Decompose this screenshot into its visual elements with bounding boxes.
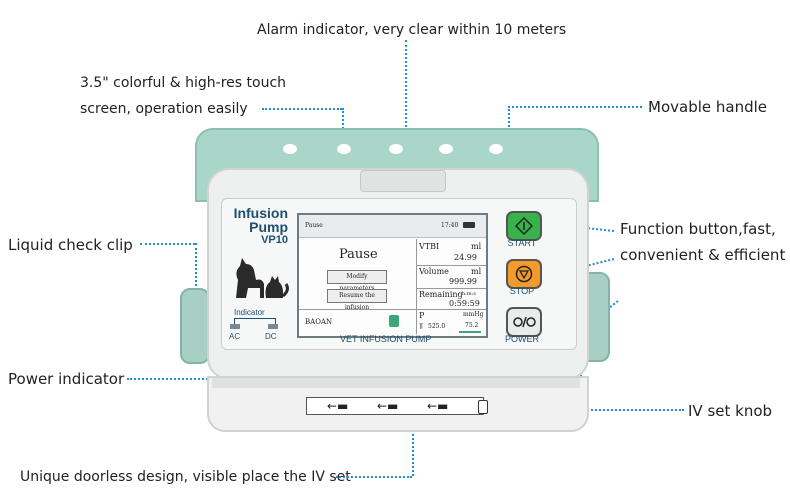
vtbi-unit: ml bbox=[471, 242, 482, 251]
vtbi-value: 24.99 bbox=[454, 253, 477, 262]
brand-line2: Pump bbox=[249, 219, 288, 235]
function-callout-line1: Function button,fast, bbox=[620, 220, 776, 238]
pressure-value: 75.2 bbox=[465, 322, 479, 329]
stop-button[interactable] bbox=[506, 259, 542, 289]
vet-infusion-pump-label: VET INFUSION PUMP bbox=[340, 334, 432, 344]
handle-hole bbox=[439, 144, 453, 154]
pressure-unit: mmHg bbox=[463, 311, 484, 318]
iv-bag-icon bbox=[389, 315, 399, 327]
stop-label: STOP bbox=[509, 286, 535, 296]
power-button[interactable] bbox=[506, 307, 542, 337]
start-button[interactable] bbox=[506, 211, 542, 241]
handle-leader-h bbox=[508, 106, 642, 108]
vtbi-label: VTBI bbox=[419, 242, 440, 251]
start-label: START bbox=[507, 238, 537, 248]
brand-block: Infusion Pump VP10 bbox=[228, 206, 288, 247]
start-icon bbox=[515, 217, 533, 235]
readout-divider-1 bbox=[417, 265, 486, 266]
clip-leader bbox=[140, 243, 195, 245]
battery-icon bbox=[463, 222, 475, 228]
ac-label: AC bbox=[229, 332, 241, 341]
pressure-limit: 525.0 bbox=[428, 323, 446, 330]
power-icon bbox=[513, 316, 536, 328]
indicator-label: Indicator bbox=[234, 308, 265, 317]
doorless-callout: Unique doorless design, visible place th… bbox=[20, 469, 351, 485]
clip-callout: Liquid check clip bbox=[8, 236, 133, 254]
modify-parameters-button[interactable]: Modify parameters bbox=[327, 270, 387, 292]
handle-hole bbox=[389, 144, 403, 154]
resume-infusion-button[interactable]: Resume the infusion bbox=[327, 289, 387, 311]
dc-power-light bbox=[268, 324, 278, 329]
handle-hole bbox=[337, 144, 351, 154]
dc-label: DC bbox=[265, 332, 277, 341]
power-callout: Power indicator bbox=[8, 370, 125, 388]
handle-leader-v bbox=[508, 106, 510, 146]
flow-arrow-icon: ←▬ bbox=[327, 399, 349, 413]
touch-screen[interactable]: Pause 17:40 Pause Modify parameters Resu… bbox=[297, 213, 488, 338]
power-label: POWER bbox=[504, 334, 539, 344]
screen-time: 17:40 bbox=[441, 222, 459, 229]
alarm-indicator-callout: Alarm indicator, very clear within 10 me… bbox=[257, 22, 567, 38]
indicator-bracket bbox=[234, 318, 276, 325]
flow-arrow-icon: ←▬ bbox=[377, 399, 399, 413]
screen-callout-line1: 3.5" colorful & high-res touch bbox=[80, 75, 287, 91]
remaining-label: Remaining bbox=[419, 290, 463, 299]
readout-divider-2 bbox=[417, 288, 486, 289]
screen-status-bar: Pause 17:40 bbox=[299, 215, 486, 238]
function-callout-line2: convenient & efficient bbox=[620, 246, 786, 264]
handle-hole bbox=[489, 144, 503, 154]
channel-slot bbox=[212, 378, 580, 388]
volume-label: Volume bbox=[419, 267, 449, 276]
air-detector-icon bbox=[478, 400, 488, 414]
remaining-unit: h:m:s bbox=[462, 291, 476, 297]
volume-unit: ml bbox=[471, 267, 482, 276]
screen-divider-v bbox=[416, 239, 417, 334]
pressure-bar bbox=[459, 331, 481, 333]
screen-title: Pause bbox=[339, 247, 378, 262]
alarm-indicator-light bbox=[360, 170, 446, 192]
screen-callout-line2: screen, operation easily bbox=[80, 101, 248, 117]
knob-callout: IV set knob bbox=[688, 402, 773, 420]
handle-callout: Movable handle bbox=[648, 98, 767, 116]
screen-brand: BAOAN bbox=[305, 318, 333, 326]
power-leader-h bbox=[127, 378, 252, 380]
pet-silhouette-icon bbox=[236, 258, 289, 298]
screen-divider-h bbox=[299, 309, 416, 310]
liquid-check-clip[interactable] bbox=[180, 288, 210, 364]
knob-leader-h bbox=[580, 409, 684, 411]
volume-value: 999.99 bbox=[449, 277, 477, 286]
readout-divider-3 bbox=[417, 309, 486, 310]
alarm-leader bbox=[405, 40, 407, 175]
remaining-value: 0:59:59 bbox=[449, 299, 480, 308]
brand-line1: Infusion bbox=[233, 205, 288, 221]
screen-status-text: Pause bbox=[305, 222, 323, 229]
clip-leader-v bbox=[195, 243, 197, 286]
model-label: VP10 bbox=[261, 234, 288, 246]
doorless-leader-h bbox=[336, 476, 412, 478]
handle-hole bbox=[283, 144, 297, 154]
ac-power-light bbox=[230, 324, 240, 329]
stop-icon bbox=[515, 265, 533, 283]
flow-arrow-icon: ←▬ bbox=[427, 399, 449, 413]
pressure-label: P bbox=[419, 311, 425, 320]
pressure-icon: ⫪ bbox=[419, 322, 424, 331]
flow-direction-strip: ←▬ ←▬ ←▬ bbox=[306, 397, 484, 415]
screen-leader-h bbox=[262, 108, 342, 110]
